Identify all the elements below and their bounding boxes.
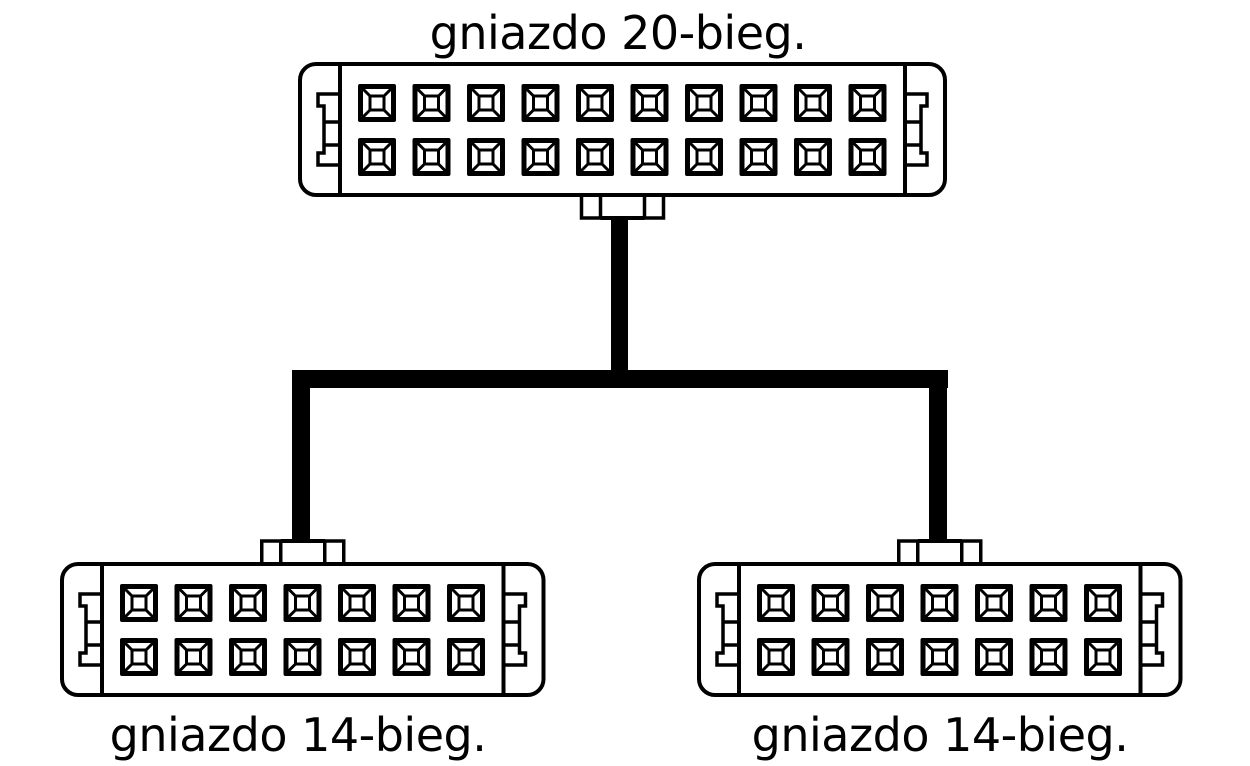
wire-branch-left <box>292 370 310 543</box>
pin-socket <box>739 84 778 122</box>
wire-crossbar <box>292 370 948 388</box>
pin-socket <box>412 138 451 176</box>
latch-right <box>905 92 929 167</box>
pin-socket <box>412 84 451 122</box>
wire-branch-right <box>929 370 947 543</box>
pin-socket <box>467 84 505 122</box>
pin-socket <box>521 138 560 176</box>
pin-socket <box>358 84 396 122</box>
connector-14-pin-right <box>697 539 1183 697</box>
pin-socket <box>794 138 832 176</box>
pin-socket <box>174 584 213 622</box>
pin-socket <box>1084 584 1122 622</box>
pin-socket <box>1029 584 1068 622</box>
connector-housing <box>697 562 1183 697</box>
y-split-cable <box>292 218 948 543</box>
pin-socket <box>447 584 485 622</box>
pin-socket <box>975 584 1013 622</box>
pin-socket <box>174 638 213 676</box>
wire-trunk <box>611 218 628 380</box>
mount-tab-right <box>642 193 666 220</box>
connector-14-pin-left <box>60 539 546 697</box>
pin-socket <box>630 84 669 122</box>
pin-socket <box>576 138 614 176</box>
pin-socket <box>467 138 505 176</box>
connector-housing <box>298 62 947 197</box>
pin-socket <box>685 84 723 122</box>
mount-tab-right <box>960 539 983 566</box>
pin-socket <box>975 638 1013 676</box>
pin-socket <box>338 584 376 622</box>
mount-tab-right <box>323 539 346 566</box>
pin-socket <box>630 138 669 176</box>
pin-socket <box>521 84 560 122</box>
pin-socket <box>392 638 431 676</box>
pin-socket <box>866 638 904 676</box>
pin-socket <box>283 584 322 622</box>
pin-socket <box>866 584 904 622</box>
pin-socket <box>358 138 396 176</box>
pin-socket <box>1029 638 1068 676</box>
pin-socket <box>447 638 485 676</box>
connector-label-14-pin-right: gniazdo 14-bieg. <box>751 708 1129 762</box>
pin-socket <box>794 84 832 122</box>
connector-housing <box>60 562 546 697</box>
connector-label-20-pin: gniazdo 20-bieg. <box>429 6 807 60</box>
pin-socket <box>338 638 376 676</box>
connector-20-pin <box>298 62 947 220</box>
pin-socket <box>920 638 959 676</box>
latch-right <box>1140 592 1165 667</box>
pin-socket <box>848 84 887 122</box>
pin-socket <box>739 138 778 176</box>
pin-socket <box>283 638 322 676</box>
connector-label-14-pin-left: gniazdo 14-bieg. <box>109 708 487 762</box>
latch-left <box>78 592 102 667</box>
pin-socket <box>685 138 723 176</box>
pin-socket <box>120 584 158 622</box>
pin-socket <box>229 584 267 622</box>
pin-socket <box>848 138 887 176</box>
pin-socket <box>1084 638 1122 676</box>
mount-tab-left <box>260 539 283 566</box>
pin-socket <box>811 584 850 622</box>
mount-tab-left <box>579 193 603 220</box>
pin-socket <box>229 638 267 676</box>
latch-left <box>316 92 340 167</box>
latch-left <box>715 592 739 667</box>
pin-socket <box>920 584 959 622</box>
pin-socket <box>811 638 850 676</box>
pin-socket <box>757 584 795 622</box>
mount-tab-left <box>897 539 920 566</box>
pin-socket <box>576 84 614 122</box>
pin-socket <box>392 584 431 622</box>
pin-socket <box>757 638 795 676</box>
latch-right <box>503 592 528 667</box>
pin-socket <box>120 638 158 676</box>
